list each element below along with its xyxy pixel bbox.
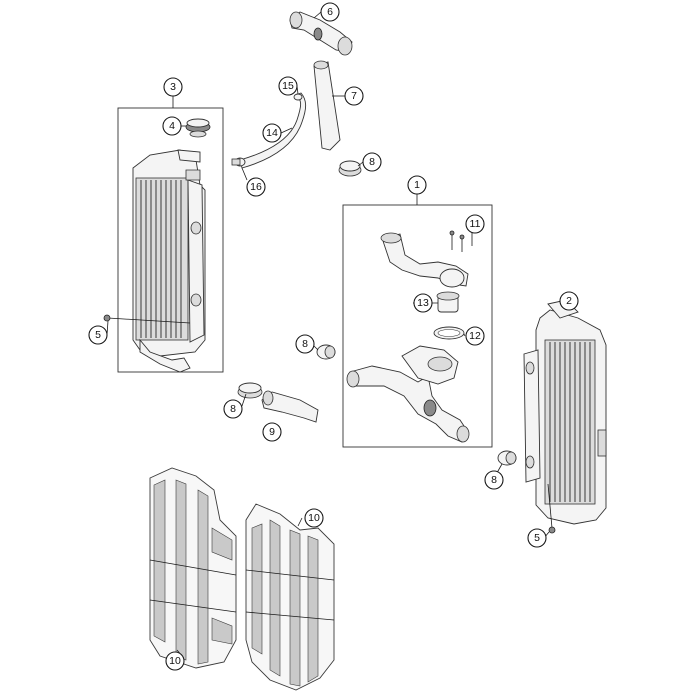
callout-label: 13: [417, 297, 429, 309]
left-radiator-group-box: [117, 107, 224, 373]
clamp-8-lower-left: [237, 382, 263, 399]
thermostat-group-box: [342, 204, 493, 448]
radiator-guard-right: [245, 503, 335, 691]
callout-label: 10: [308, 512, 320, 524]
callout-13: 13: [413, 293, 433, 313]
callout-4: 4: [162, 116, 182, 136]
callout-label: 6: [327, 6, 333, 18]
callout-15: 15: [278, 76, 298, 96]
callout-5-right: 5: [527, 528, 547, 548]
callout-label: 7: [351, 90, 357, 102]
callout-label: 4: [169, 120, 175, 132]
callout-16: 16: [246, 177, 266, 197]
clamp-8-right: [497, 450, 517, 466]
callout-8-right: 8: [484, 470, 504, 490]
callout-12: 12: [465, 326, 485, 346]
lower-hose-assembly: [346, 345, 470, 443]
hose-7: [313, 60, 341, 151]
right-radiator: [523, 299, 607, 525]
callout-label: 5: [534, 532, 540, 544]
callout-label: 9: [269, 426, 275, 438]
callout-8-mid: 8: [295, 334, 315, 354]
callout-7: 7: [344, 86, 364, 106]
callout-label: 1: [414, 179, 420, 191]
screw-left: [103, 314, 191, 324]
callout-3: 3: [163, 77, 183, 97]
hose-9: [261, 390, 319, 423]
radiator-guard-left: [149, 467, 237, 669]
callout-label: 11: [470, 218, 481, 230]
left-radiator-fins: [140, 180, 182, 338]
callout-label: 3: [170, 81, 176, 93]
upper-hose-6: [289, 11, 353, 56]
callout-label: 8: [230, 403, 236, 415]
fitting-16: [231, 157, 246, 167]
callout-10-right: 10: [304, 508, 324, 528]
callout-label: 10: [169, 655, 181, 667]
thermostat-13: [436, 291, 460, 313]
callout-2: 2: [559, 291, 579, 311]
clamp-8-mid: [316, 344, 336, 360]
vent-hose-14: [239, 92, 307, 169]
clamp-15: [293, 93, 303, 101]
right-radiator-fins: [549, 342, 591, 502]
callout-1: 1: [407, 175, 427, 195]
callout-label: 8: [491, 474, 497, 486]
callout-label: 12: [469, 330, 481, 342]
callout-label: 8: [302, 338, 308, 350]
callout-label: 2: [566, 295, 572, 307]
thermostat-housing-hose: [380, 232, 469, 288]
callout-label: 15: [282, 80, 294, 92]
callout-9: 9: [262, 422, 282, 442]
radiator-cap: [185, 118, 211, 138]
callout-label: 14: [266, 127, 278, 139]
callout-label: 5: [95, 329, 101, 341]
callout-14: 14: [262, 123, 282, 143]
callout-6: 6: [320, 2, 340, 22]
left-radiator: [132, 149, 206, 373]
screw-right: [547, 483, 556, 534]
callout-8-lower-left: 8: [223, 399, 243, 419]
callout-10-left: 10: [165, 651, 185, 671]
callout-11: 11: [465, 214, 485, 234]
callout-8-top: 8: [362, 152, 382, 172]
callout-label: 16: [250, 181, 262, 193]
o-ring-12: [433, 326, 465, 340]
clamp-8-top: [338, 160, 362, 177]
callout-label: 8: [369, 156, 375, 168]
callout-5-left: 5: [88, 325, 108, 345]
